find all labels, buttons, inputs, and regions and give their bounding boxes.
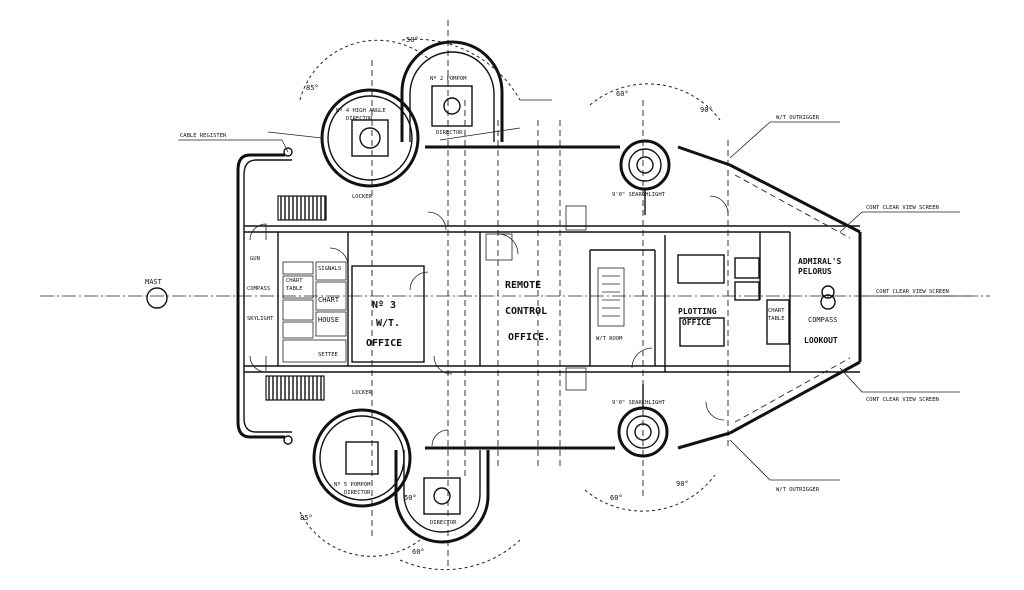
director-bottom-label: DIRECTOR — [430, 520, 457, 526]
gun-label: GUN — [250, 256, 260, 262]
admirals-pelorus-label-2: PELORUS — [798, 267, 832, 276]
clear-view-screen-top-label: CONT CLEAR VIEW SCREEN — [866, 205, 939, 211]
signals-label: SIGNALS — [318, 266, 341, 272]
cable-register-label: CABLE REGISTER — [180, 133, 227, 139]
remote-control-label-2: CONTROL — [505, 306, 547, 317]
no4-director-label-2: DIRECTOR — [346, 116, 373, 122]
remote-control-label-1: REMOTE — [505, 280, 541, 291]
chart-house-label-1: CHART — [318, 296, 340, 304]
angle-bot-r1: 60° — [610, 494, 623, 502]
angle-bot-mid2: 60° — [412, 548, 425, 556]
chart-table-small-label-1: CHART — [768, 308, 785, 314]
frame-lines — [371, 20, 729, 570]
locker-hatched-bottom — [265, 375, 325, 401]
director-top-label: DIRECTOR — [436, 130, 463, 136]
mast-label: MAST — [145, 278, 163, 286]
searchlight-top — [589, 83, 721, 215]
angle-bot-mid1: 50° — [404, 494, 417, 502]
chart-table-label-1: CHART — [286, 278, 303, 284]
compass-label: COMPASS — [808, 316, 838, 324]
compass-left-label: COMPASS — [247, 286, 270, 292]
angle-bot-r2: 90° — [676, 480, 689, 488]
mast-circle — [146, 287, 168, 309]
siren-marker-bottom — [283, 435, 293, 445]
no4-director-label-1: Nº 4 HIGH ANGLE — [336, 107, 386, 114]
plotting-office-label-1: PLOTTING — [678, 307, 717, 316]
door-swings — [249, 195, 729, 447]
no5-director-label-1: Nº 5 POMPOM — [334, 481, 371, 488]
searchlight-bottom-label: 9'0" SEARCHLIGHT — [612, 400, 666, 406]
wt-office-label-1: Nº 3 — [372, 300, 396, 311]
no2-pompom-top — [400, 38, 521, 142]
angle-top-r2: 90° — [700, 106, 713, 114]
no5-director-label-2: DIRECTOR — [344, 490, 371, 496]
skylight-label: SKYLIGHT — [247, 316, 274, 322]
searchlight-top-label: 9'0" SEARCHLIGHT — [612, 192, 666, 198]
settee-label: SETTEE — [318, 352, 338, 358]
lookout-label: LOOKOUT — [804, 336, 838, 345]
director-bottom — [394, 450, 521, 571]
wt-room-label: W/T ROOM — [596, 336, 623, 342]
deckhouse-walls — [244, 205, 860, 391]
compass-binnacle — [820, 285, 836, 310]
remote-control-label-3: OFFICE. — [508, 332, 550, 343]
plotting-office-label-2: OFFICE — [682, 318, 711, 327]
siren-marker-top — [283, 147, 293, 157]
clear-view-screen-mid-label: CONT CLEAR VIEW SCREEN — [876, 289, 949, 295]
chart-table-small-label-2: TABLE — [768, 316, 785, 322]
admirals-pelorus-label-1: ADMIRAL'S — [798, 257, 842, 266]
angle-top-mid: 50° — [406, 36, 419, 44]
locker-hatched-top — [277, 195, 327, 221]
locker-bottom-label: LOCKER — [352, 390, 373, 396]
clear-view-screen-bot-label: CONT CLEAR VIEW SCREEN — [866, 397, 939, 403]
wt-office-label-2: W/T. — [376, 318, 400, 329]
locker-top-label: LOCKER — [352, 194, 373, 200]
chart-table-label-2: TABLE — [286, 286, 303, 292]
chart-house-label-2: HOUSE — [318, 316, 339, 324]
bridge-outline — [236, 145, 862, 450]
angle-top-left: 85° — [306, 84, 319, 92]
searchlight-bottom — [584, 384, 716, 512]
angle-bot-left: 85° — [300, 514, 313, 522]
wt-office-label-3: OFFICE — [366, 338, 402, 349]
no2-pompom-label: Nº 2 POMPOM — [430, 75, 467, 82]
leader-lines — [178, 99, 970, 481]
wt-outrigger-bottom-label: W/T OUTRIGGER — [776, 487, 820, 493]
angle-top-r1: 60° — [616, 90, 629, 98]
wt-outrigger-top-label: W/T OUTRIGGER — [776, 115, 820, 121]
